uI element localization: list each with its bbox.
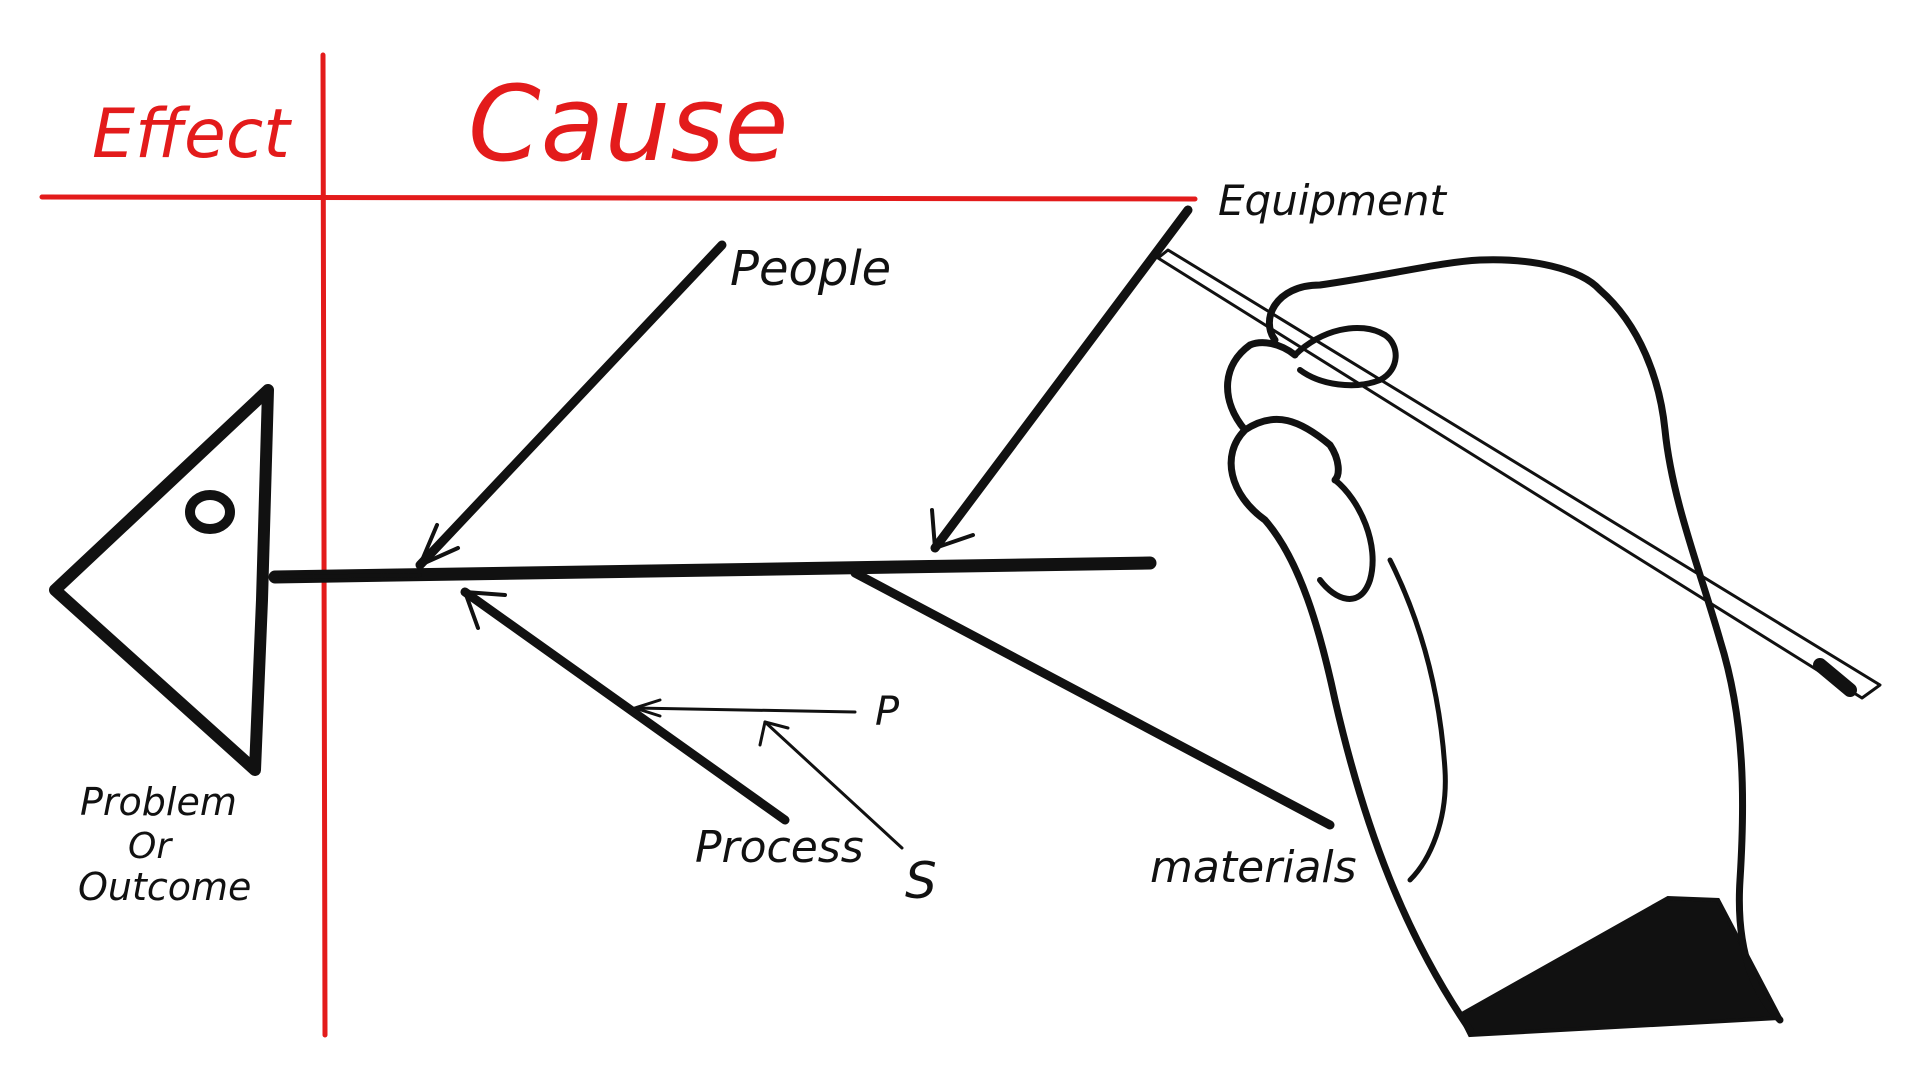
thumb-icon	[1292, 325, 1399, 389]
sub-cause-s-arrow	[758, 720, 904, 850]
category-label-equipment: Equipment	[1218, 176, 1448, 225]
sub-cause-label-s: S	[905, 852, 937, 910]
vertical-divider	[320, 52, 328, 1038]
cause-heading: Cause	[468, 63, 788, 185]
category-label-process: Process	[695, 822, 864, 873]
bone-process	[460, 587, 790, 825]
fish-eye-icon	[185, 490, 235, 534]
horizontal-divider	[39, 194, 1198, 202]
effect-label-line-2: Or	[128, 826, 173, 867]
category-label-people: People	[730, 241, 891, 297]
effect-heading: Effect	[92, 95, 292, 174]
fish-head-icon	[49, 384, 274, 776]
bone-equipment	[930, 205, 1193, 553]
header-grid	[39, 52, 1198, 1038]
hand-holding-pen-icon	[1156, 248, 1882, 1038]
sleeve-icon	[1457, 895, 1784, 1038]
hand-outline-icon	[1224, 256, 1784, 1034]
bone-people	[415, 240, 727, 570]
finger-icon	[1317, 477, 1376, 602]
bone-materials	[850, 568, 1335, 830]
pen-icon	[1156, 248, 1882, 700]
spine	[268, 556, 1157, 584]
category-label-materials: materials	[1150, 842, 1357, 893]
sub-cause-label-p: P	[875, 689, 900, 735]
effect-label-line-3: Outcome	[78, 865, 251, 909]
sub-cause-p-arrow	[633, 698, 857, 718]
effect-label-line-1: Problem	[80, 780, 237, 824]
palm-fold-icon	[1387, 557, 1448, 883]
